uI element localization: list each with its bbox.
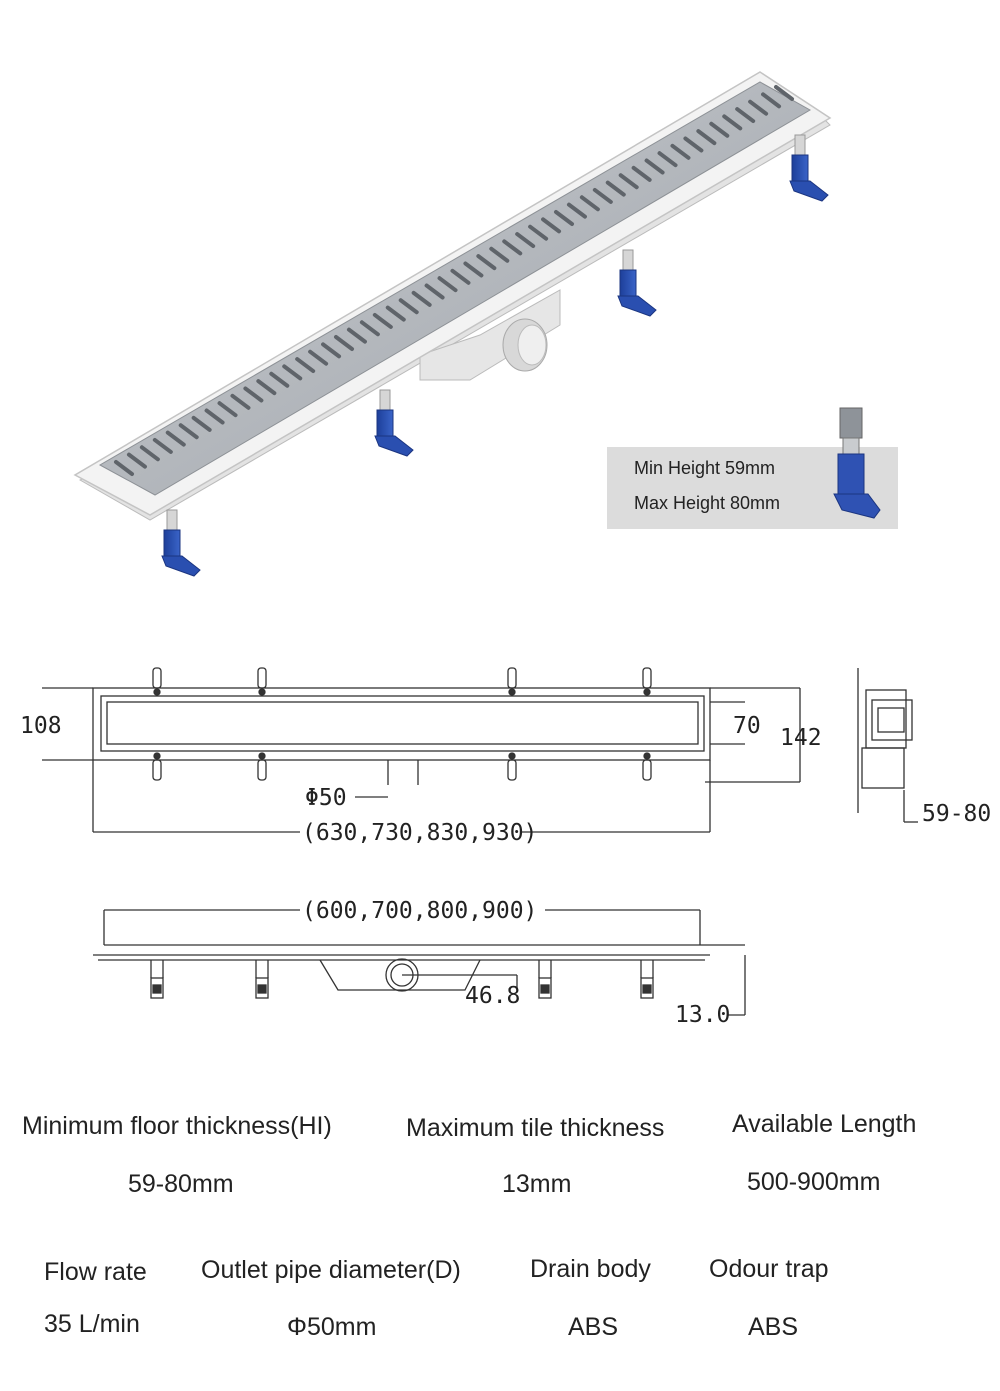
grate-slot (605, 180, 626, 197)
spec-label-outlet-diameter: Outlet pipe diameter(D) (201, 1256, 461, 1284)
dim-70: 70 (733, 713, 761, 739)
grate-slot (502, 239, 523, 256)
leg (789, 134, 829, 202)
grate-slot (424, 283, 445, 300)
leg-bracket (257, 759, 267, 781)
grate-slot (411, 290, 432, 307)
leg-bracket (152, 759, 162, 781)
grate-slot (631, 165, 652, 182)
spec-label-odour-trap: Odour trap (709, 1255, 829, 1283)
spec-value-floor-thickness: 59-80mm (128, 1170, 234, 1198)
grate-slot (748, 99, 769, 116)
spec-label-floor-thickness: Minimum floor thickness(HI) (22, 1112, 332, 1140)
grate-slot (592, 187, 613, 204)
spec-label-drain-body: Drain body (530, 1255, 651, 1283)
leg (374, 389, 414, 457)
spec-value-odour-trap: ABS (748, 1313, 799, 1341)
spec-label-flow-rate: Flow rate (44, 1258, 147, 1286)
grate-slot (321, 342, 342, 359)
grate-slot (269, 371, 290, 388)
grate-slot (165, 430, 186, 447)
grate-slot (178, 423, 199, 440)
grate-slot (722, 114, 743, 131)
grate-slot (683, 136, 704, 153)
leg (161, 509, 201, 577)
dim-108: 108 (20, 713, 62, 739)
grate-slot (243, 386, 264, 403)
dim-lengths-front: (600,700,800,900) (302, 898, 537, 924)
grate-slot (334, 335, 354, 351)
max-height-label: Max Height 80mm (634, 493, 781, 513)
outlet-housing (419, 289, 561, 381)
grate-slots (114, 85, 794, 476)
technical-drawings: 108 70 142 Φ50 (630,730,830,930) 59-80 (… (20, 667, 991, 1028)
spec-label-available-length: Available Length (732, 1110, 917, 1138)
grate-slot (114, 460, 134, 476)
grate-slot (139, 445, 160, 462)
grate-slot (541, 217, 562, 234)
grate-slot (204, 408, 225, 425)
grate-slot (528, 224, 549, 241)
leg (617, 249, 657, 317)
grate-slot (346, 327, 367, 344)
dim-142: 142 (780, 725, 822, 751)
adjustable-legs (161, 134, 829, 577)
grate-slot (450, 268, 471, 285)
leg-bracket (642, 667, 652, 689)
dim-outlet: Φ50 (305, 785, 347, 811)
grate-slot (295, 357, 316, 374)
leg-bracket (642, 759, 652, 781)
grate-slot (463, 261, 484, 278)
top-view-outer (92, 687, 711, 761)
grate-slot (761, 92, 782, 109)
grate-slot (398, 298, 419, 315)
spec-value-drain-body: ABS (568, 1313, 619, 1341)
grate-slot (696, 129, 717, 146)
grate-slot (489, 246, 510, 263)
grate-slot (256, 379, 277, 396)
leg-bracket (152, 667, 162, 689)
spec-value-outlet-diameter: Φ50mm (287, 1313, 377, 1341)
drain-render (73, 71, 832, 577)
grate-slot (437, 276, 458, 293)
grate-slot (152, 437, 173, 454)
grate-slot (282, 364, 303, 381)
grate-slot (385, 305, 406, 322)
grate-slot (735, 107, 756, 124)
grate-slot (618, 173, 639, 190)
grate-slot (126, 452, 147, 469)
dim-59-80: 59-80 (922, 801, 991, 827)
grate-slot (709, 121, 730, 138)
spec-value-tile-thickness: 13mm (502, 1170, 572, 1198)
spec-value-available-length: 500-900mm (747, 1168, 881, 1196)
dim-lengths-top: (630,730,830,930) (302, 820, 537, 846)
grate-slot (566, 202, 587, 219)
grate-slot (191, 415, 212, 432)
spec-value-flow-rate: 35 L/min (44, 1310, 140, 1338)
grate-slot (644, 158, 665, 175)
leg-bracket (507, 759, 517, 781)
min-height-label: Min Height 59mm (634, 458, 776, 478)
grate-slot (774, 85, 794, 101)
grate-slot (554, 210, 574, 226)
grate-slot (515, 232, 536, 249)
dim-13-0: 13.0 (675, 1002, 730, 1028)
grate-slot (579, 195, 600, 212)
grate-slot (230, 393, 251, 410)
dim-46-8: 46.8 (465, 983, 520, 1009)
grate-slot (359, 320, 380, 337)
top-view-channel (106, 701, 699, 745)
grate-slot (308, 349, 329, 366)
grate-slot (217, 401, 238, 418)
grate-slot (657, 151, 678, 168)
grate-slot (670, 143, 691, 160)
leg-bracket (507, 667, 517, 689)
grate-slot (476, 254, 497, 271)
grate-slot (372, 312, 393, 329)
leg-bracket (257, 667, 267, 689)
spec-label-tile-thickness: Maximum tile thickness (406, 1114, 665, 1142)
